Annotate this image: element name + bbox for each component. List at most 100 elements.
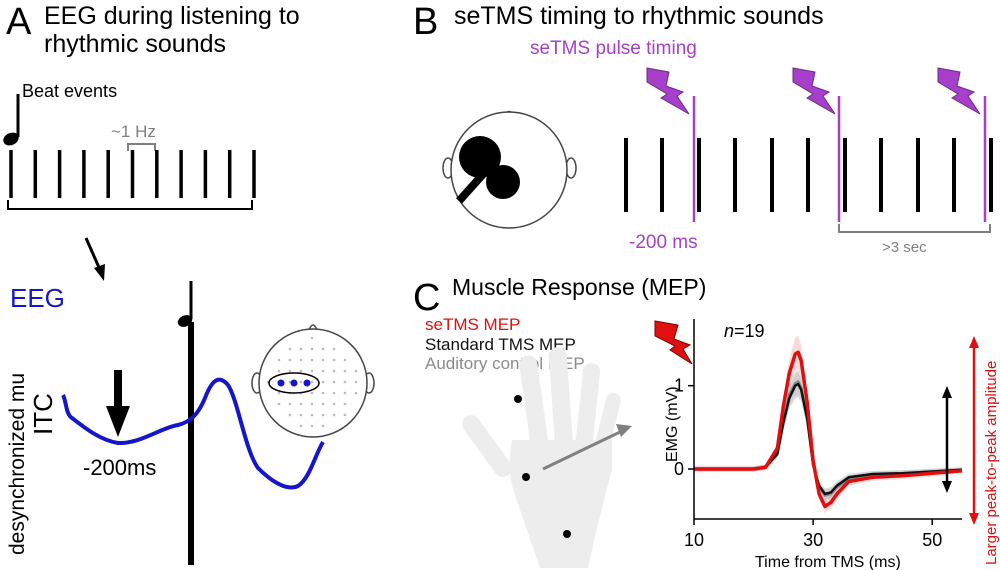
electrode-dot [288,358,292,362]
electrode-dot [354,391,358,395]
electrode-dot [343,391,347,395]
electrode-dot [299,358,303,362]
electrode-dot [321,380,325,384]
electrode-dot [310,424,314,428]
panel-c-letter: C [413,277,440,319]
beat-event-marker [177,281,194,565]
y-tick-label: 1 [674,376,684,396]
electrode-dot [299,424,303,428]
electrode-dot [299,347,303,351]
electrode-dot [321,358,325,362]
electrode-dot [288,347,292,351]
panel-c-title: Muscle Response (MEP) [452,274,706,300]
tms-head-icon [442,110,577,229]
panel-b-letter: B [413,1,438,43]
music-note-icon [3,94,20,146]
legend-setms: seTMS MEP [425,315,520,334]
electrode-dot [277,369,281,373]
pulse-lines [692,96,987,222]
series-line [694,380,963,497]
electrode-dot [343,369,347,373]
electrode-dot [321,391,325,395]
down-arrow-icon [84,237,105,281]
electrode-dot [332,369,336,373]
electrode-dot [321,402,325,406]
electrode-dot [310,369,314,373]
panel-b-title: seTMS timing to rhythmic sounds [454,2,824,30]
eeg-trace [61,377,325,490]
electrode-dot [321,347,325,351]
electrode-dot [332,402,336,406]
time-label: -200ms [83,455,156,480]
pulse-timing-label: seTMS pulse timing [530,38,697,59]
electrode-dot [310,336,314,340]
electrode-dot [299,402,303,406]
tms-pulse-icons [646,67,981,115]
electrode-dot [288,402,292,406]
electrode-dot [277,391,281,395]
chart-x-label: Time from TMS (ms) [755,554,901,570]
interval-label: >3 sec [882,239,927,256]
electrode-dot [310,380,314,384]
panel-a-title-line1: EEG during listening to [44,2,300,30]
tms-bolt-icon [654,320,693,365]
electrode-dot [343,380,347,384]
series-line [694,350,963,509]
panel-c: C Muscle Response (MEP) seTMS MEP Standa… [413,274,1000,570]
electrode-dots [514,395,571,538]
electrode-dot [310,347,314,351]
timing-arrow-icon [106,370,130,437]
chart-y-label: EMG (mV) [664,386,681,462]
electrode-dot [321,369,325,373]
rhythm-beat-lines [624,138,993,212]
error-band [694,335,962,514]
freq-bracket [127,143,156,151]
panel-a: A EEG during listening to rhythmic sound… [3,1,375,565]
electrode-dot [288,413,292,417]
beat-lines [9,150,256,198]
electrode-dot [277,358,281,362]
electrode-dot [299,413,303,417]
electrode-dot [321,413,325,417]
electrode-dot [299,380,303,384]
electrode-dot [332,358,336,362]
electrode-dot [343,358,347,362]
legend-standard: Standard TMS MEP [425,335,576,354]
electrode-dot [310,391,314,395]
electrode-dot [277,402,281,406]
electrode-dot [310,413,314,417]
electrode-dot [288,369,292,373]
x-tick-label: 30 [803,530,823,550]
panel-b: B seTMS timing to rhythmic sounds seTMS … [413,1,993,256]
freq-label: ~1 Hz [111,122,156,141]
electrode-dot [354,369,358,373]
electrode-dot [299,369,303,373]
electrode-dot [332,380,336,384]
x-tick-label: 10 [684,530,704,550]
electrode-dot [321,424,325,428]
panel-a-letter: A [6,1,32,43]
n-count: n=19 [724,321,765,341]
lightning-bolt-icon [646,67,690,115]
electrode-dot [332,413,336,417]
electrode-dot [343,402,347,406]
error-band [694,371,962,500]
lightning-bolt-icon [792,67,836,115]
legend-auditory: Auditory control MEP [425,354,585,373]
signal-arrow-icon [542,424,632,471]
x-tick-label: 50 [922,530,942,550]
lightning-bolt-icon [937,67,981,115]
amplitude-label: Larger peak-to-peak amplitude [983,361,1000,565]
y-label-desync: desynchronized mu [6,373,29,555]
electrode-dot [343,413,347,417]
mep-error-band [694,335,962,514]
electrode-dot [310,402,314,406]
amplitude-arrows [942,336,979,525]
series-line [694,382,963,496]
error-band [694,368,962,502]
electrode-dot [354,380,358,384]
electrode-dot [310,358,314,362]
hand-icon [462,347,621,568]
